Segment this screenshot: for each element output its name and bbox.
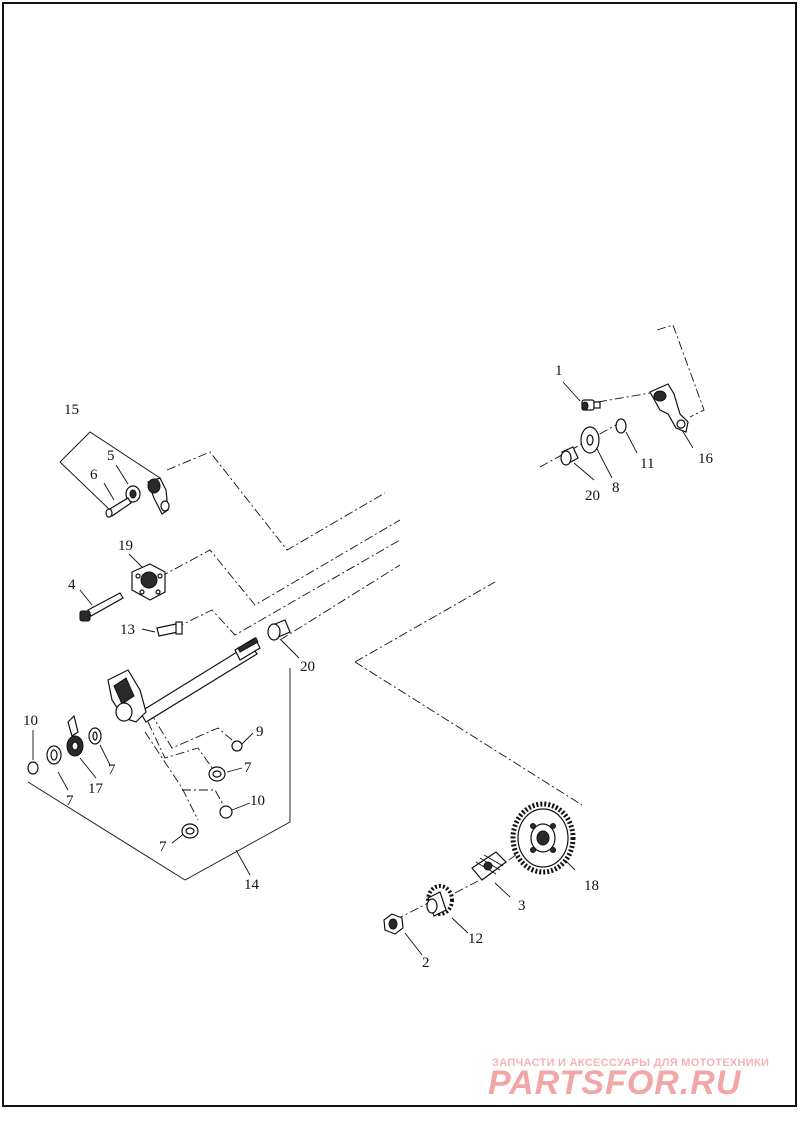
label-13: 13 — [120, 622, 135, 638]
label-10-left: 10 — [23, 713, 38, 729]
stud-13-icon — [156, 621, 183, 637]
label-7-right: 7 — [244, 760, 252, 776]
circlip-10-left-icon — [27, 761, 39, 775]
label-19: 19 — [118, 538, 133, 554]
washer-7-bottom-icon — [181, 823, 199, 839]
rocker-arm-16-icon — [649, 383, 689, 433]
label-10-right: 10 — [250, 793, 265, 809]
watermark-tagline: ЗАПЧАСТИ И АКСЕССУАРЫ ДЛЯ МОТОТЕХНИКИ — [492, 1057, 769, 1069]
page-border — [2, 2, 797, 1107]
link-arm-5-icon — [147, 477, 170, 515]
bushing-20-upper-icon — [560, 446, 579, 466]
label-3: 3 — [518, 898, 526, 914]
leader-lines — [27, 381, 694, 956]
gear-12-icon — [426, 884, 454, 917]
washer-5-icon — [125, 485, 141, 503]
gear-18-icon — [510, 801, 576, 875]
label-9: 9 — [256, 724, 264, 740]
pin-6-icon — [105, 497, 132, 518]
callout-labels: 1 11 8 20 16 15 5 6 19 4 13 20 10 7 17 7… — [23, 363, 714, 971]
label-6: 6 — [90, 467, 98, 483]
pin-cluster-3-icon — [471, 851, 507, 881]
label-4: 4 — [68, 577, 76, 593]
ring-11-icon — [615, 418, 627, 434]
label-1: 1 — [555, 363, 563, 379]
bushing-20-lower-icon — [267, 619, 291, 641]
ring-9-icon — [231, 740, 243, 752]
label-5: 5 — [107, 448, 115, 464]
label-7-bottom: 7 — [159, 839, 167, 855]
label-20-lower: 20 — [300, 659, 315, 675]
label-15: 15 — [64, 402, 79, 418]
bolt-4-icon — [79, 592, 124, 622]
watermark: ЗАПЧАСТИ И АКСЕССУАРЫ ДЛЯ МОТОТЕХНИКИ PA… — [488, 1057, 769, 1102]
label-7-left: 7 — [66, 793, 74, 809]
circlip-10-right-icon — [219, 805, 233, 819]
washer-7-left-icon — [46, 745, 62, 765]
watermark-brand: PARTSFOR.RU — [488, 1064, 742, 1102]
label-8: 8 — [612, 480, 620, 496]
centre-lines — [144, 324, 705, 921]
label-11: 11 — [640, 456, 654, 472]
drum-19-icon — [131, 563, 166, 601]
label-12: 12 — [468, 931, 483, 947]
washer-8-icon — [580, 426, 600, 454]
label-14: 14 — [244, 877, 260, 893]
label-20-upper: 20 — [585, 488, 600, 504]
washer-7-mid-icon — [88, 727, 102, 745]
spring-17-icon — [66, 714, 84, 757]
label-16: 16 — [698, 451, 714, 467]
nut-2-icon — [383, 913, 404, 935]
label-7-mid: 7 — [108, 762, 116, 778]
shift-shaft-14-icon — [107, 637, 261, 723]
label-18: 18 — [584, 878, 599, 894]
washer-7-right-icon — [208, 766, 226, 782]
bolt-1-icon — [581, 399, 601, 411]
label-17: 17 — [88, 781, 104, 797]
label-2: 2 — [422, 955, 430, 971]
